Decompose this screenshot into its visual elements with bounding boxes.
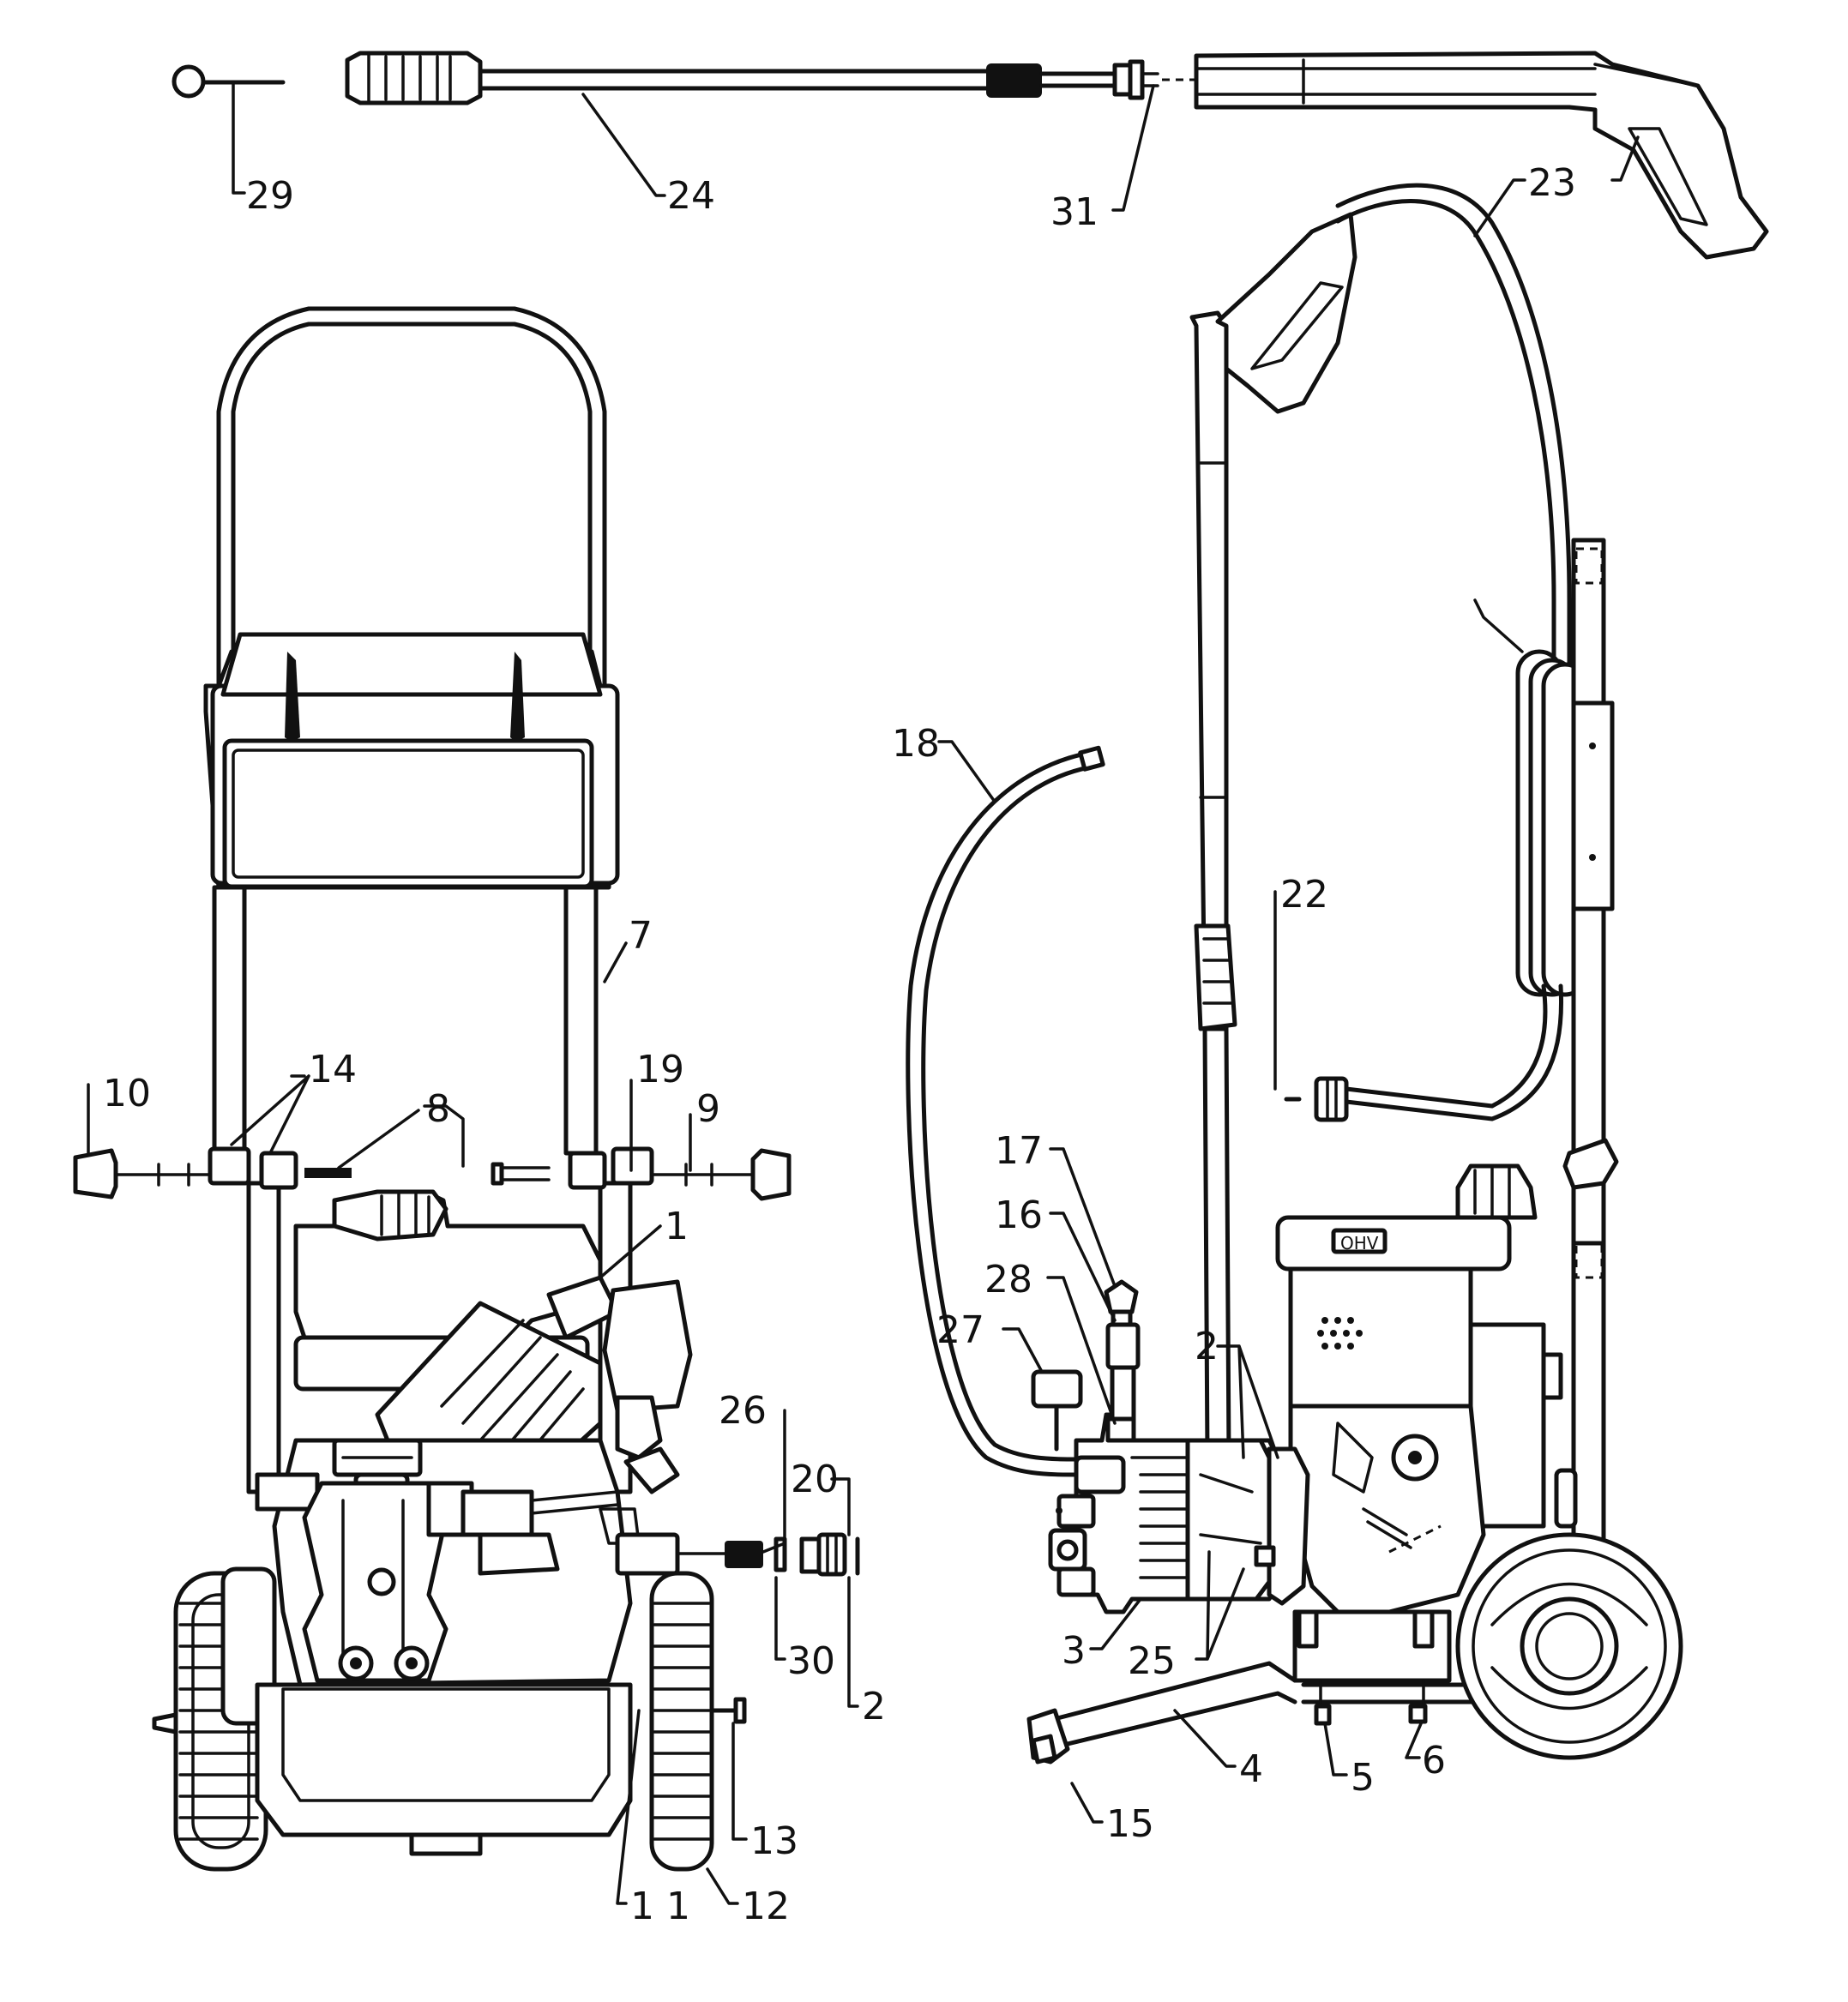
leader-lines <box>87 81 1640 1905</box>
handle-knob-part-10 <box>73 1148 212 1199</box>
high-pressure-hose-part-18 <box>906 745 1105 1477</box>
callout-18: 18 <box>892 722 940 766</box>
callout-25: 25 <box>1128 1639 1176 1683</box>
unloader-valve-part-16 <box>1105 1322 1141 1422</box>
callout-7: 7 <box>629 914 653 958</box>
handle-frame-part-7 <box>216 306 607 714</box>
handle-tube-side <box>1189 310 1237 1460</box>
washer-part-30 <box>774 1536 787 1572</box>
left-wheel <box>152 1566 277 1872</box>
callout-labels: 29 24 31 23 18 22 7 10 14 8 19 9 1 17 16… <box>103 161 1576 1928</box>
callout-6: 6 <box>1422 1739 1446 1783</box>
callout-24: 24 <box>667 174 715 218</box>
callout-28: 28 <box>984 1258 1032 1302</box>
pressure-gauge-part-27 <box>1031 1369 1083 1452</box>
callout-30: 30 <box>787 1639 835 1683</box>
callout-27: 27 <box>936 1308 984 1352</box>
pump-outlet-fitting <box>615 1532 726 1576</box>
inlet-fitting-part-20 <box>799 1532 847 1577</box>
callout-17: 17 <box>995 1129 1043 1173</box>
callout-16: 16 <box>995 1193 1043 1237</box>
inlet-screen-part-26 <box>725 1541 763 1568</box>
base-frame-part-11 <box>255 1682 633 1856</box>
spray-gun-part-23 <box>1162 51 1769 260</box>
spray-wand-part-24 <box>345 51 1159 105</box>
callout-29: 29 <box>246 174 294 218</box>
engine-badge: OHV <box>1340 1233 1379 1254</box>
callout-22: 22 <box>1280 873 1328 917</box>
control-panel <box>203 632 620 890</box>
callout-31: 31 <box>1050 190 1099 234</box>
engine-front-view <box>255 1189 693 1687</box>
callout-26: 26 <box>719 1389 767 1433</box>
callout-10: 10 <box>103 1072 151 1115</box>
callout-1: 1 <box>665 1205 689 1248</box>
adapter-part-28 <box>1105 1416 1136 1443</box>
o-ring-part-22 <box>1284 1076 1349 1122</box>
callout-5: 5 <box>1351 1756 1375 1800</box>
callout-2-upper: 2 <box>1195 1325 1219 1368</box>
foot-cap-part-15 <box>1031 1734 1057 1765</box>
callout-8: 8 <box>426 1087 450 1131</box>
callout-23: 23 <box>1528 161 1576 205</box>
hose-coil <box>1344 598 1589 1121</box>
thermal-valve-part-17 <box>1104 1279 1139 1327</box>
handle-knob-part-9 <box>650 1148 792 1201</box>
bolt-part-8 <box>304 1162 551 1186</box>
callout-9: 9 <box>696 1087 720 1131</box>
callout-11: 1 1 <box>630 1885 690 1928</box>
callout-4: 4 <box>1239 1747 1263 1791</box>
gun-holster <box>1215 183 1572 706</box>
bolt-part-5 <box>1314 1704 1332 1726</box>
callout-13: 13 <box>750 1819 798 1863</box>
rear-wheel-side <box>1455 1532 1683 1760</box>
air-filter-vents-icon <box>1317 1317 1363 1350</box>
callout-12: 12 <box>742 1885 790 1928</box>
ring-pin-part-29 <box>172 64 286 99</box>
callout-14: 14 <box>309 1048 357 1091</box>
callout-19: 19 <box>636 1048 684 1091</box>
pump-side-view <box>1048 1412 1310 1614</box>
engine-side-view: OHV <box>1275 1163 1578 1708</box>
callout-3: 3 <box>1062 1629 1086 1673</box>
axle-bolt-part-13 <box>709 1697 747 1724</box>
nut-part-6 <box>1408 1704 1428 1724</box>
callout-20: 20 <box>791 1458 839 1501</box>
callout-15: 15 <box>1106 1802 1154 1846</box>
right-wheel-part-12 <box>649 1571 714 1872</box>
rear-frame-upright <box>1301 538 1619 1704</box>
callout-2-lower: 2 <box>862 1685 886 1728</box>
